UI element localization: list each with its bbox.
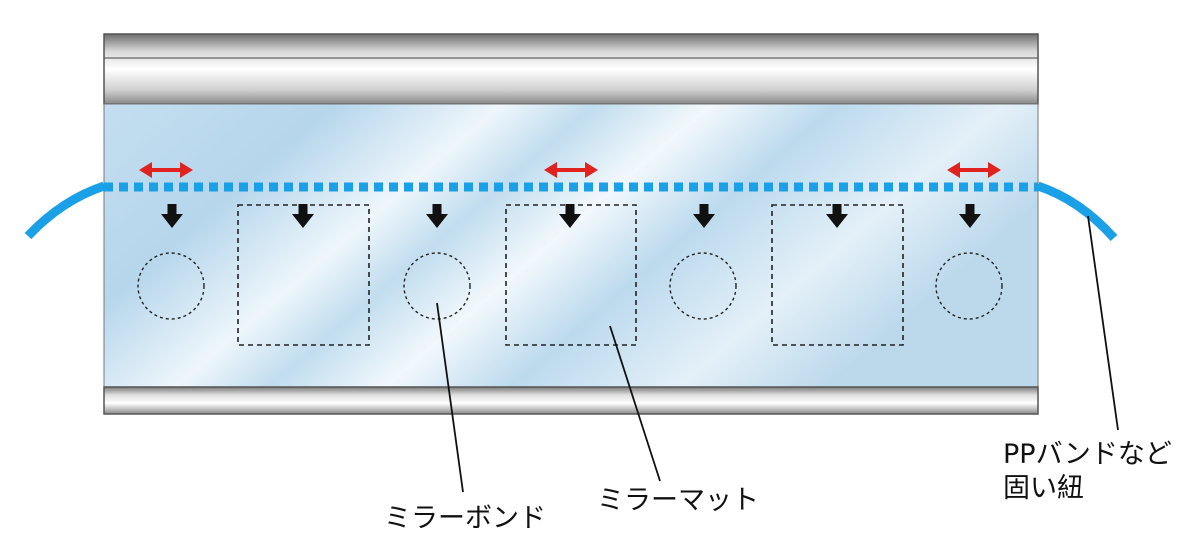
mirror-panel — [103, 103, 1039, 388]
bottom-frame-rail — [103, 386, 1039, 415]
down-arrow-icon — [826, 204, 848, 228]
down-arrow-icon — [161, 204, 183, 228]
label-mirror-bond: ミラーボンド — [384, 503, 546, 534]
double-headed-arrow-icon — [139, 162, 193, 178]
down-arrow-icon — [426, 204, 448, 228]
pp-band-left-end — [24, 181, 106, 240]
mirror-bond — [935, 252, 1003, 320]
down-arrow-icon — [959, 204, 981, 228]
mirror-bond — [137, 252, 205, 320]
down-arrows — [161, 204, 981, 228]
leader-line-pp-band — [1087, 215, 1119, 431]
label-pp-band-line2: 固い紐 — [1003, 473, 1084, 504]
pp-band — [24, 181, 1118, 242]
down-arrow-icon — [292, 204, 314, 228]
top-frame-rail — [103, 33, 1039, 105]
mirror-bond — [669, 252, 737, 320]
double-headed-arrow-icon — [544, 162, 598, 178]
pp-band-right-end — [1036, 181, 1118, 242]
label-pp-band-line1: PPバンドなど — [1003, 439, 1172, 470]
down-arrow-icon — [693, 204, 715, 228]
down-arrow-icon — [559, 204, 581, 228]
leader-line-mirror-bond — [436, 302, 464, 493]
double-headed-arrow-icon — [947, 162, 1001, 178]
label-mirror-mat: ミラーマット — [597, 485, 759, 516]
mirror-bond — [403, 252, 471, 320]
leader-line-mirror-mat — [609, 325, 661, 482]
